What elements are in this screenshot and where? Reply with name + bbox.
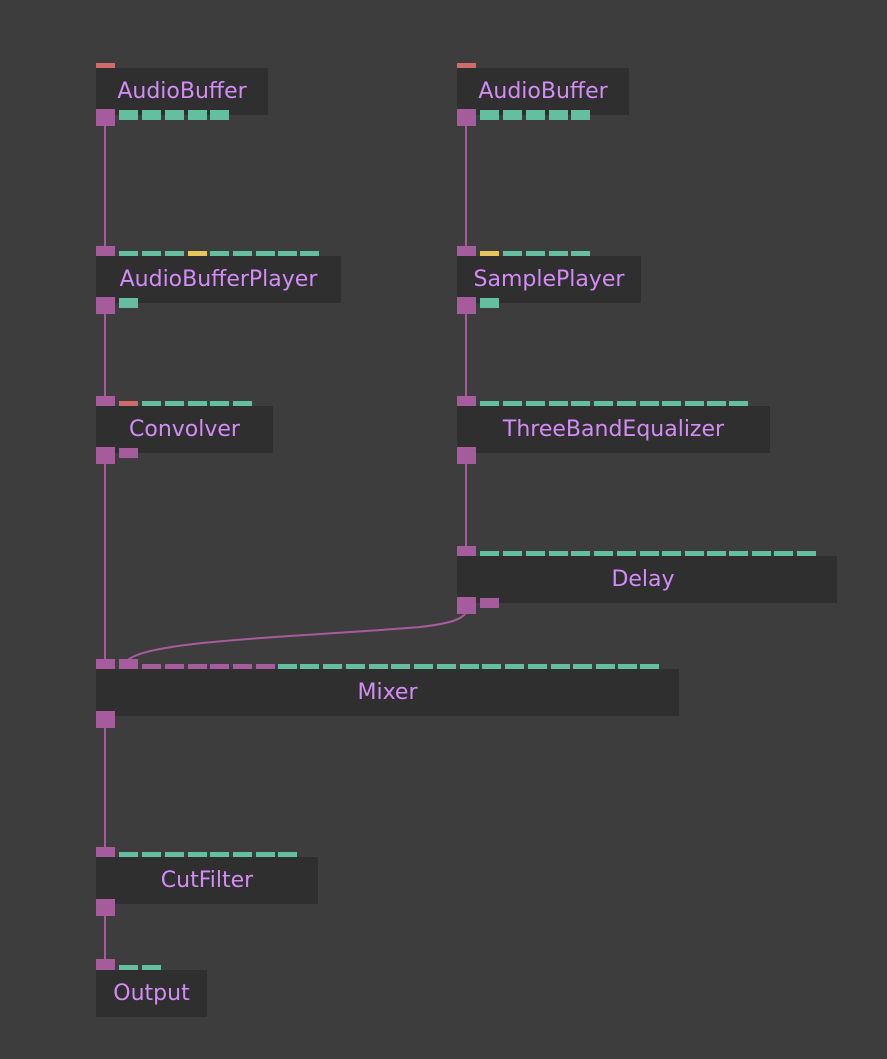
- param-output-port[interactable]: [571, 110, 590, 120]
- param-output-port[interactable]: [503, 110, 522, 120]
- param-output-port[interactable]: [549, 110, 568, 120]
- audio-output-port[interactable]: [96, 899, 115, 916]
- node-title: ThreeBandEqualizer: [457, 406, 770, 453]
- audio-output-port[interactable]: [119, 448, 138, 458]
- node-title-text: Delay: [611, 567, 675, 592]
- param-output-port[interactable]: [188, 110, 207, 120]
- audio-output-port[interactable]: [480, 598, 499, 608]
- param-output-port[interactable]: [480, 298, 499, 308]
- node-title: Output: [96, 970, 207, 1017]
- node-title: CutFilter: [96, 857, 318, 904]
- audio-output-port[interactable]: [457, 297, 476, 314]
- param-output-port[interactable]: [480, 110, 499, 120]
- audio-output-port[interactable]: [457, 109, 476, 126]
- param-output-port[interactable]: [119, 110, 138, 120]
- audio-output-port[interactable]: [96, 447, 115, 464]
- param-output-port[interactable]: [210, 110, 229, 120]
- node-title: Convolver: [96, 406, 273, 453]
- node-title: AudioBuffer: [96, 68, 268, 115]
- node-title: Delay: [457, 556, 837, 603]
- param-output-port[interactable]: [119, 298, 138, 308]
- param-output-port[interactable]: [526, 110, 545, 120]
- node-title: SamplePlayer: [457, 256, 641, 303]
- wire-delay-to-mixer: [127, 612, 467, 661]
- node-title: AudioBufferPlayer: [96, 256, 341, 303]
- audio-output-port[interactable]: [96, 109, 115, 126]
- node-title: Mixer: [96, 669, 679, 716]
- audio-output-port[interactable]: [96, 297, 115, 314]
- audio-output-port[interactable]: [457, 597, 476, 614]
- audio-output-port[interactable]: [457, 447, 476, 464]
- param-output-port[interactable]: [165, 110, 184, 120]
- audio-output-port[interactable]: [96, 711, 115, 728]
- node-title: AudioBuffer: [457, 68, 629, 115]
- param-output-port[interactable]: [142, 110, 161, 120]
